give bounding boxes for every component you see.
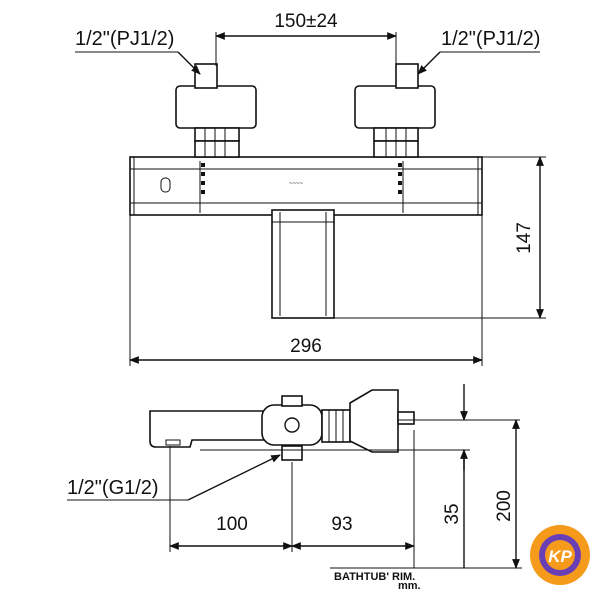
side-view: 1/2"(G1/2) 100 93 35 200 BATHTUB' RIM. m… xyxy=(67,384,522,592)
dim-total-label: 200 xyxy=(494,490,515,522)
width-label: 296 xyxy=(290,336,322,357)
dim-body-label: 93 xyxy=(331,514,352,535)
left-inlet-fitting xyxy=(175,63,257,158)
svg-text:~~~~: ~~~~ xyxy=(289,181,304,187)
unit-label: mm. xyxy=(398,580,421,592)
front-view: ~~~~ xyxy=(75,11,546,366)
right-inlet-fitting xyxy=(354,63,436,158)
height-label: 147 xyxy=(514,222,535,254)
inlet-right-label: 1/2"(PJ1/2) xyxy=(441,28,540,50)
dim-rim-label: 35 xyxy=(442,503,463,524)
logo-text: KP xyxy=(548,547,572,566)
spout-block xyxy=(271,209,335,319)
kp-logo: KP xyxy=(530,525,590,585)
rim-label: BATHTUB' RIM. xyxy=(334,571,415,583)
dim-spout-label: 100 xyxy=(216,514,248,535)
inlet-spacing-label: 150±24 xyxy=(274,11,338,32)
mixer-body xyxy=(129,156,483,216)
outlet-label: 1/2"(G1/2) xyxy=(67,477,159,499)
inlet-left-label: 1/2"(PJ1/2) xyxy=(75,28,174,50)
